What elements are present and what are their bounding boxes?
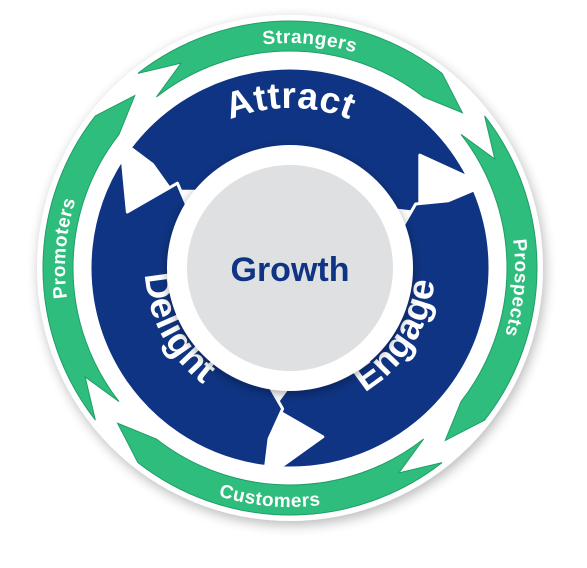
stage-segment-customers bbox=[116, 422, 443, 516]
stage-segment-strangers bbox=[137, 20, 464, 114]
hub-core bbox=[187, 165, 393, 371]
center-label: Growth bbox=[231, 251, 350, 289]
stage-ring bbox=[42, 20, 538, 516]
stage-segment-prospects bbox=[444, 115, 538, 442]
stage-segment-promoters bbox=[42, 94, 136, 421]
